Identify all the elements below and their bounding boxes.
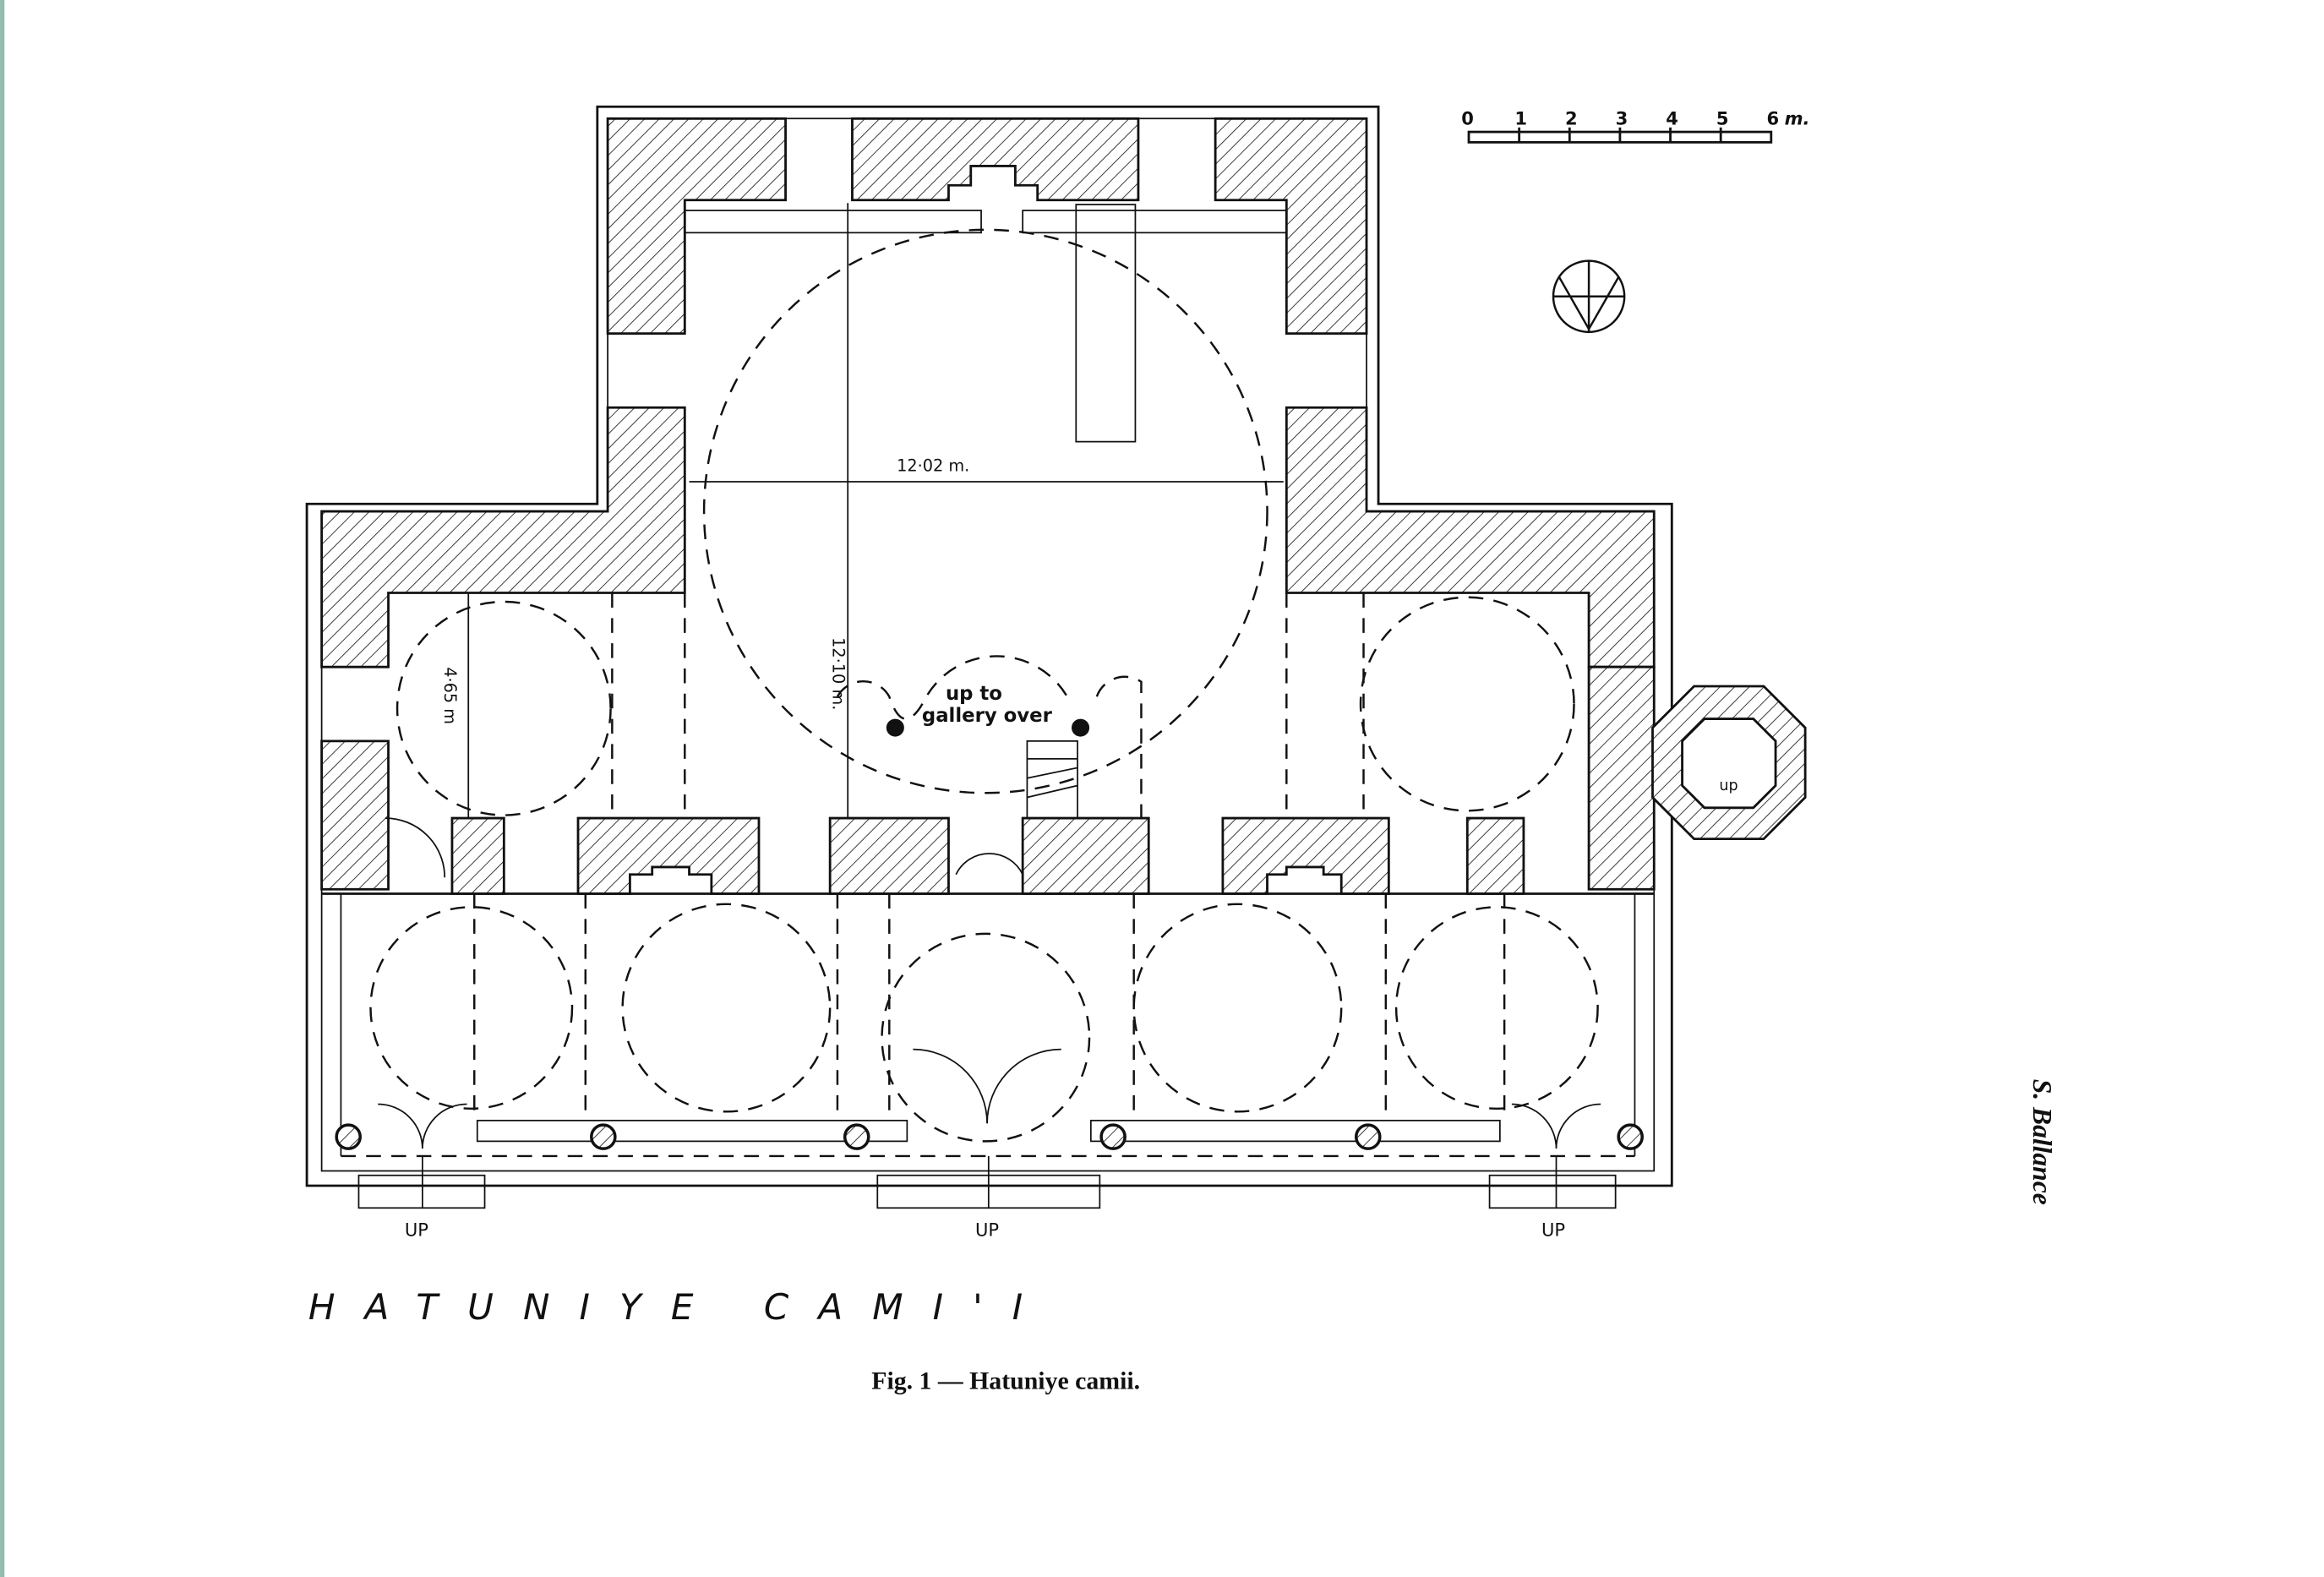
- scale-label: 5: [1716, 107, 1729, 128]
- gallery-label-1: up to: [946, 683, 1002, 705]
- plan-title: HATUNIYE CAMI'I: [308, 1286, 1052, 1328]
- scale-label: 2: [1565, 107, 1578, 128]
- columns: [335, 718, 1644, 1150]
- up-label-right: UP: [1541, 1220, 1565, 1241]
- scale-unit: m.: [1785, 107, 1810, 128]
- dome-width-label: 12·02 m.: [897, 456, 969, 476]
- figure-caption: Fig. 1 — Hatuniye camii.: [871, 1367, 1140, 1394]
- scale-label: 4: [1666, 107, 1678, 128]
- gallery-label-2: gallery over: [922, 705, 1053, 727]
- up-label-center: UP: [975, 1220, 999, 1241]
- up-label-minaret: up: [1719, 778, 1738, 794]
- up-label-left: UP: [405, 1220, 428, 1241]
- dome-depth-label: 12·10 m.: [829, 637, 848, 710]
- domes-dashed: [341, 228, 1635, 1158]
- side-bay-label: 4·65 m: [440, 667, 460, 724]
- scale-bar: [1467, 127, 1773, 144]
- scale-label: 3: [1616, 107, 1628, 128]
- walls: [320, 117, 1807, 895]
- north-arrow-icon: [1552, 259, 1626, 334]
- author-credit: S. Ballance: [2027, 1079, 2057, 1205]
- outer-outline: [305, 105, 1673, 1187]
- scale-label: 6: [1767, 107, 1780, 128]
- scale-label: 0: [1461, 107, 1474, 128]
- scale-label: 1: [1514, 107, 1527, 128]
- minaret: [1651, 685, 1807, 841]
